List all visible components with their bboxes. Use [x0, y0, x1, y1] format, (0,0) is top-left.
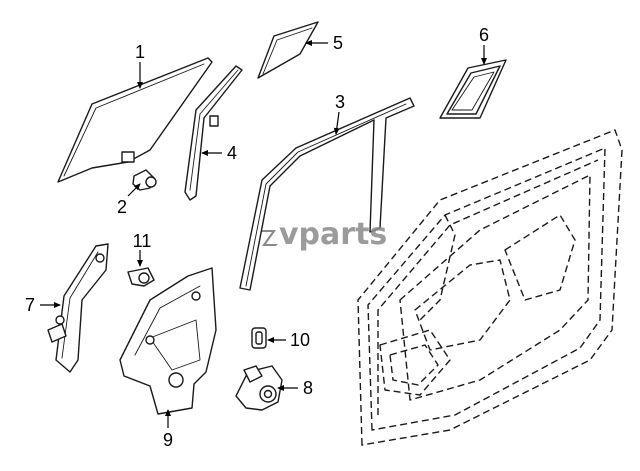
callout-7: 7 [25, 295, 35, 315]
callout-5: 5 [333, 33, 343, 53]
regulator-mount-plate [119, 267, 217, 415]
vparts-logo: vparts [262, 217, 387, 252]
window-motor [235, 365, 283, 411]
callout-8: 8 [303, 378, 313, 398]
glass-run-channel [184, 65, 243, 201]
callout-4: 4 [227, 143, 237, 163]
callout-9: 9 [163, 430, 173, 450]
callout-2: 2 [117, 197, 127, 217]
small-clip [251, 327, 267, 349]
quarter-seal [439, 59, 507, 119]
callout-3: 3 [335, 92, 345, 112]
door-shell [357, 129, 623, 446]
leader-lines [40, 40, 487, 428]
callout-10: 10 [290, 330, 310, 350]
door-glass [57, 57, 213, 183]
callout-1: 1 [135, 42, 145, 62]
callout-11: 11 [133, 231, 152, 251]
watermark-text: vparts [279, 217, 387, 252]
callout-6: 6 [479, 25, 489, 45]
grommet-clip [127, 267, 155, 287]
door-frame-weatherstrip [239, 97, 415, 291]
window-regulator [47, 243, 109, 373]
quarter-glass [257, 21, 319, 79]
